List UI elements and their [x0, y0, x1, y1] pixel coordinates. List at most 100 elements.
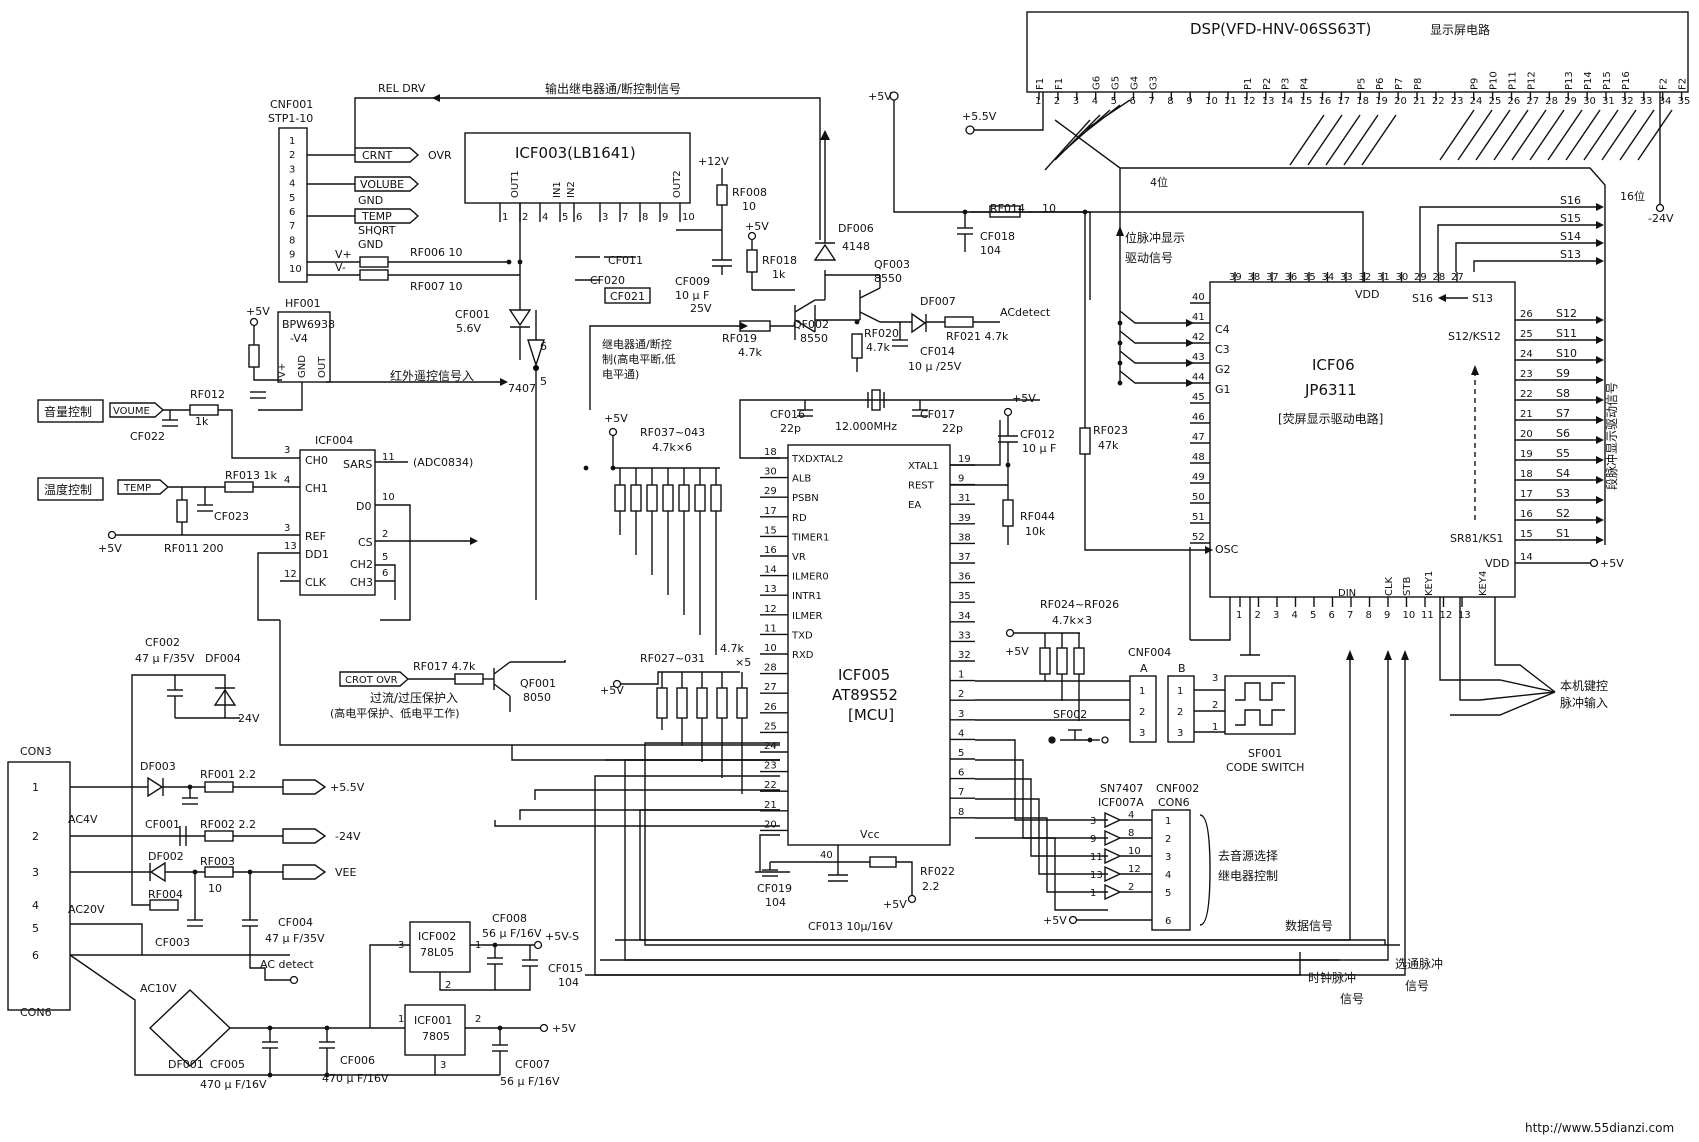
ch0-label: CH0 [305, 454, 328, 467]
stb-pin-label: STB [1402, 577, 1413, 596]
dsp-pin-label: G5 [1111, 76, 1122, 90]
svg-text:2: 2 [382, 529, 388, 540]
cnf001-label: CNF001 [270, 98, 313, 111]
icf06-left-pin: 46 [1192, 412, 1205, 423]
mcu-right-pin-label: EA [908, 500, 921, 511]
dsp-pin-number: 7 [1148, 96, 1154, 107]
s-top-label: S15 [1560, 212, 1581, 225]
dsp-pin-label: G6 [1092, 76, 1103, 90]
mcu-right-pin-number: 5 [958, 748, 964, 759]
p5v-hf: +5V [246, 305, 270, 318]
buffer-in-pin: 3 [1090, 816, 1096, 827]
clk-pin-label: CLK [1384, 576, 1395, 596]
volume-tag: VOUME [113, 406, 150, 417]
icf003-pin-number: 10 [682, 212, 695, 223]
mcu-right-pin-number: 36 [958, 572, 971, 583]
icf06-top-pin: 35 [1303, 272, 1316, 283]
cf016-label: CF016 [770, 408, 805, 421]
cf019-label: CF019 [757, 882, 792, 895]
rf027-label: RF027~031 [640, 652, 705, 665]
s-top-label: S16 [1560, 194, 1581, 207]
icf06-left-pin: 44 [1192, 372, 1205, 383]
df006-value: 4148 [842, 240, 870, 253]
rf024-value: 4.7k×3 [1052, 614, 1092, 627]
dsp-pin-label: F1 [1054, 78, 1065, 90]
icf06-bottom-pin: 1 [1236, 610, 1242, 621]
rf044-value: 10k [1025, 525, 1046, 538]
voltage-regulators: ICF002 78L05 1 2 3 CF008 56 μ F/16V +5V-… [330, 912, 583, 1088]
cnf001-pin: 10 [289, 264, 302, 275]
dsp-pin-label: F2 [1678, 78, 1689, 90]
icf06-bottom-pin: 4 [1292, 610, 1298, 621]
dsp-pin-label: G3 [1148, 76, 1159, 90]
dsp-pin-number: 29 [1564, 96, 1577, 107]
mcu-left-pin-label: ILMER0 [792, 572, 829, 583]
dsp-pin-number: 34 [1659, 96, 1672, 107]
g1-label: G1 [1215, 383, 1231, 396]
rf001-label: RF001 2.2 [200, 768, 256, 781]
volume-control-label: 音量控制 [44, 404, 92, 419]
osc-label: OSC [1215, 543, 1239, 556]
rf007-label: RF007 10 [410, 280, 462, 293]
crnt-tag: CRNT [362, 149, 393, 162]
sn7407-label: SN7407 [1100, 782, 1143, 795]
rf022-value: 2.2 [922, 880, 940, 893]
cf014-value: 10 μ /25V [908, 360, 962, 373]
cnf004-a-pin: 2 [1139, 707, 1145, 718]
svg-text:12: 12 [284, 569, 297, 580]
vplus-label: V+ [335, 248, 352, 261]
icf001-pin3: 3 [440, 1060, 446, 1071]
dsp-pin-label: P7 [1394, 78, 1405, 90]
con3-pin: 6 [32, 949, 39, 962]
qf001-value: 8050 [523, 691, 551, 704]
dsp-pin-number: 14 [1281, 96, 1294, 107]
mcu-right-pin-number: 19 [958, 454, 971, 465]
cf007-label: CF007 [515, 1058, 550, 1071]
dsp-pin-label: P4 [1300, 78, 1311, 90]
dsp-pin-number: 6 [1130, 96, 1136, 107]
mcu-left-pin-number: 20 [764, 819, 777, 830]
icf06-top-pin: 30 [1396, 272, 1409, 283]
df003-label: DF003 [140, 760, 176, 773]
bpw-label-2: -V4 [290, 332, 308, 345]
icf06-right-pin: 18 [1520, 469, 1533, 480]
mcu-right-pin-number: 8 [958, 807, 964, 818]
dsp-pin-label: P1 [1243, 78, 1254, 90]
cs-label: CS [358, 536, 373, 549]
mcu-right-pin-number: 1 [958, 670, 964, 681]
mcu-right-pin-number: 35 [958, 591, 971, 602]
buffer-in-pin: 9 [1090, 834, 1096, 845]
dsp-pin-number: 31 [1602, 96, 1615, 107]
l78l05-label: 78L05 [420, 946, 454, 959]
dd1-label: DD1 [305, 548, 329, 561]
sr81-label: SR81/KS1 [1450, 532, 1504, 545]
dsp-pin-number: 18 [1356, 96, 1369, 107]
cnf001-pin: 9 [289, 250, 295, 261]
svg-text:5: 5 [382, 552, 388, 563]
con6b-label: CON6 [1158, 796, 1190, 809]
rf006-label: RF006 10 [410, 246, 462, 259]
dsp-pin-number: 20 [1394, 96, 1407, 107]
mcu-left-pin-number: 21 [764, 800, 777, 811]
mcu-left-pin-number: 16 [764, 545, 777, 556]
n7407-pin6: 6 [540, 340, 547, 353]
mcu-left-pin-label: TXD [791, 630, 813, 641]
shqrt-label: SHQRT [358, 224, 396, 237]
cf006-value: 470 μ F/16V [322, 1072, 389, 1085]
icf003-pin-number: 6 [576, 212, 582, 223]
p5v-rf018: +5V [745, 220, 769, 233]
cf012-label: CF012 [1020, 428, 1055, 441]
dsp-pin-number: 23 [1451, 96, 1464, 107]
dsp-pin-number: 35 [1678, 96, 1691, 107]
rf011-label: RF011 200 [164, 542, 223, 555]
rf013-label: RF013 1k [225, 469, 277, 482]
cf019-value: 104 [765, 896, 786, 909]
mcu-right-pin-number: 39 [958, 513, 971, 524]
rf012-label: RF012 [190, 388, 225, 401]
dsp-pin-number: 33 [1640, 96, 1653, 107]
watermark: http://www.55dianzi.com [1525, 1121, 1674, 1135]
in2-label: IN2 [566, 181, 577, 198]
dsp-pin-number: 13 [1262, 96, 1275, 107]
